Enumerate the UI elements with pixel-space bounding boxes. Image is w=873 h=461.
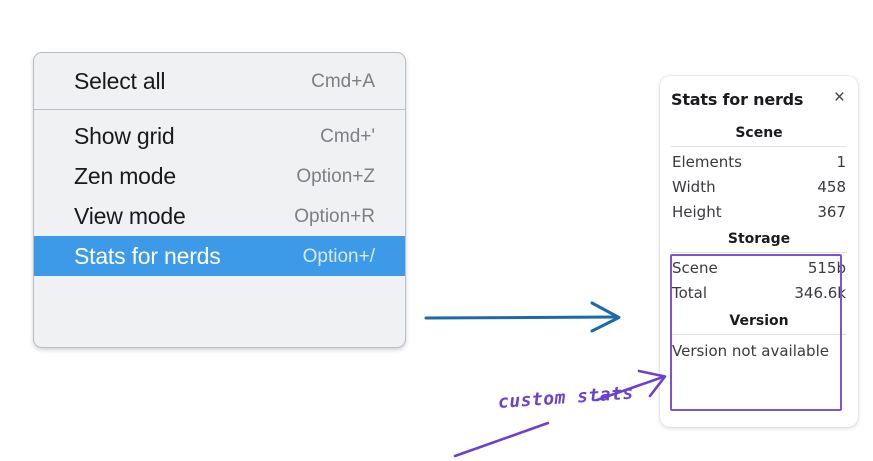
stats-row-label: Scene — [672, 259, 718, 278]
section-rule — [671, 146, 847, 147]
menu-item-label: Show grid — [74, 122, 175, 149]
stats-row-storage-scene: Scene 515b — [671, 256, 847, 281]
menu-item-shortcut: Cmd+A — [311, 70, 375, 92]
close-icon[interactable]: × — [833, 87, 845, 108]
menu-item-show-grid[interactable]: Show grid Cmd+' — [34, 116, 405, 156]
blue-arrow-menu-to-panel — [424, 301, 621, 333]
stats-row-value: 1 — [836, 153, 846, 171]
menu-group-1: Select all Cmd+A — [34, 53, 405, 109]
menu-item-label: View mode — [74, 202, 186, 229]
annotation-custom-stats-label: custom stats — [497, 382, 635, 413]
stats-row-value: 458 — [817, 177, 846, 196]
stats-row-height: Height 367 — [671, 200, 847, 225]
menu-item-stats-for-nerds[interactable]: Stats for nerds Option+/ — [34, 236, 405, 276]
section-heading-scene: Scene — [735, 125, 783, 141]
section-heading-storage: Storage — [727, 231, 791, 248]
menu-item-shortcut: Option+/ — [302, 245, 375, 267]
section-rule — [671, 252, 847, 254]
stats-row-label: Height — [672, 202, 722, 221]
menu-item-label: Zen mode — [74, 162, 176, 189]
stats-row-label: Total — [672, 284, 708, 302]
stats-panel-header: Stats for nerds × — [671, 76, 847, 118]
section-rule — [671, 333, 847, 335]
stats-for-nerds-panel[interactable]: Stats for nerds × Scene Elements 1 Width… — [660, 76, 858, 427]
stats-row-value: 515b — [807, 259, 846, 278]
section-heading-version: Version — [729, 312, 789, 329]
stats-row-value: 346.6k — [794, 284, 846, 302]
stats-row-label: Elements — [672, 153, 742, 171]
stats-panel-title: Stats for nerds — [671, 89, 804, 109]
menu-group-2: Show grid Cmd+' Zen mode Option+Z View m… — [34, 110, 405, 282]
stats-row-value: 367 — [817, 202, 846, 221]
menu-item-label: Select all — [74, 67, 166, 94]
menu-item-shortcut: Cmd+' — [320, 125, 375, 147]
stats-row-label: Width — [672, 177, 716, 196]
version-text: Version not available — [672, 341, 829, 360]
menu-item-view-mode[interactable]: View mode Option+R — [34, 196, 405, 236]
menu-item-label: Stats for nerds — [74, 242, 221, 269]
menu-item-shortcut: Option+Z — [296, 165, 375, 187]
stats-row-elements: Elements 1 — [671, 150, 847, 175]
menu-item-zen-mode[interactable]: Zen mode Option+Z — [34, 156, 405, 196]
menu-item-shortcut: Option+R — [294, 205, 375, 227]
menu-item-select-all[interactable]: Select all Cmd+A — [34, 61, 405, 101]
stats-row-storage-total: Total 346.6k — [671, 281, 847, 306]
menu-separator — [34, 109, 405, 110]
stats-row-width: Width 458 — [671, 175, 847, 200]
purple-leadin-stroke — [453, 421, 550, 458]
context-menu[interactable]: Select all Cmd+A Show grid Cmd+' Zen mod… — [33, 52, 406, 348]
